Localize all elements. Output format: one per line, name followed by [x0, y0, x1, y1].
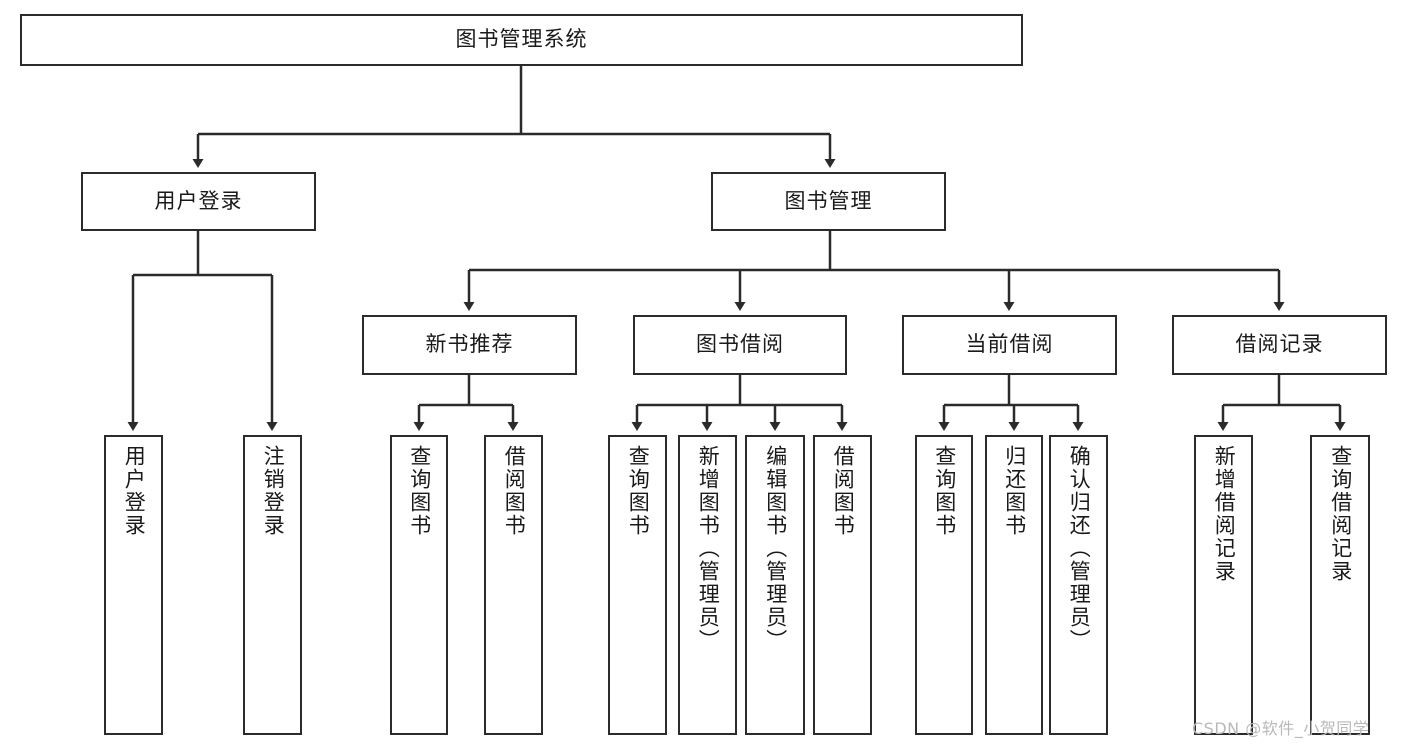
node-label: 借阅图书	[831, 445, 856, 537]
node-label: 图书管理系统	[455, 27, 588, 52]
node-label: 查询图书	[932, 445, 957, 537]
node-label: 用户登录	[122, 445, 147, 537]
node-label: 新增图书（管理员）	[696, 445, 721, 652]
node-leaf-8[interactable]: 查询图书	[915, 435, 973, 735]
node-leaf-11[interactable]: 新增借阅记录	[1194, 435, 1253, 735]
node-leaf-5[interactable]: 新增图书（管理员）	[678, 435, 737, 735]
node-label: 用户登录	[154, 188, 243, 213]
node-leaf-2[interactable]: 查询图书	[390, 435, 448, 735]
node-label: 借阅记录	[1235, 332, 1324, 357]
node-root[interactable]: 图书管理系统	[20, 14, 1023, 66]
node-label: 新书推荐	[425, 332, 514, 357]
node-label: 编辑图书（管理员）	[763, 445, 788, 652]
node-level3-1[interactable]: 图书借阅	[633, 315, 847, 375]
node-leaf-6[interactable]: 编辑图书（管理员）	[745, 435, 805, 735]
node-label: 图书借阅	[696, 332, 784, 357]
node-level3-3[interactable]: 借阅记录	[1172, 315, 1387, 375]
node-label: 注销登录	[261, 445, 286, 537]
node-label: 确认归还（管理员）	[1067, 445, 1092, 652]
node-leaf-1[interactable]: 注销登录	[243, 435, 302, 735]
node-level2-1[interactable]: 图书管理	[711, 172, 946, 231]
node-label: 当前借阅	[965, 332, 1054, 357]
node-leaf-4[interactable]: 查询图书	[608, 435, 667, 735]
node-leaf-3[interactable]: 借阅图书	[484, 435, 543, 735]
node-leaf-9[interactable]: 归还图书	[985, 435, 1043, 735]
node-leaf-7[interactable]: 借阅图书	[813, 435, 872, 735]
node-label: 查询图书	[626, 445, 651, 537]
node-leaf-0[interactable]: 用户登录	[104, 435, 163, 735]
node-label: 查询借阅记录	[1328, 445, 1353, 583]
node-level3-2[interactable]: 当前借阅	[902, 315, 1117, 375]
watermark: CSDN @软件_小贺同学	[1192, 719, 1370, 738]
node-label: 查询图书	[407, 445, 432, 537]
node-label: 图书管理	[784, 188, 873, 213]
node-level3-0[interactable]: 新书推荐	[362, 315, 577, 375]
node-label: 归还图书	[1002, 445, 1027, 537]
node-level2-0[interactable]: 用户登录	[81, 172, 316, 231]
node-leaf-12[interactable]: 查询借阅记录	[1310, 435, 1370, 735]
node-leaf-10[interactable]: 确认归还（管理员）	[1049, 435, 1108, 735]
node-label: 借阅图书	[502, 445, 527, 537]
node-label: 新增借阅记录	[1212, 445, 1237, 583]
